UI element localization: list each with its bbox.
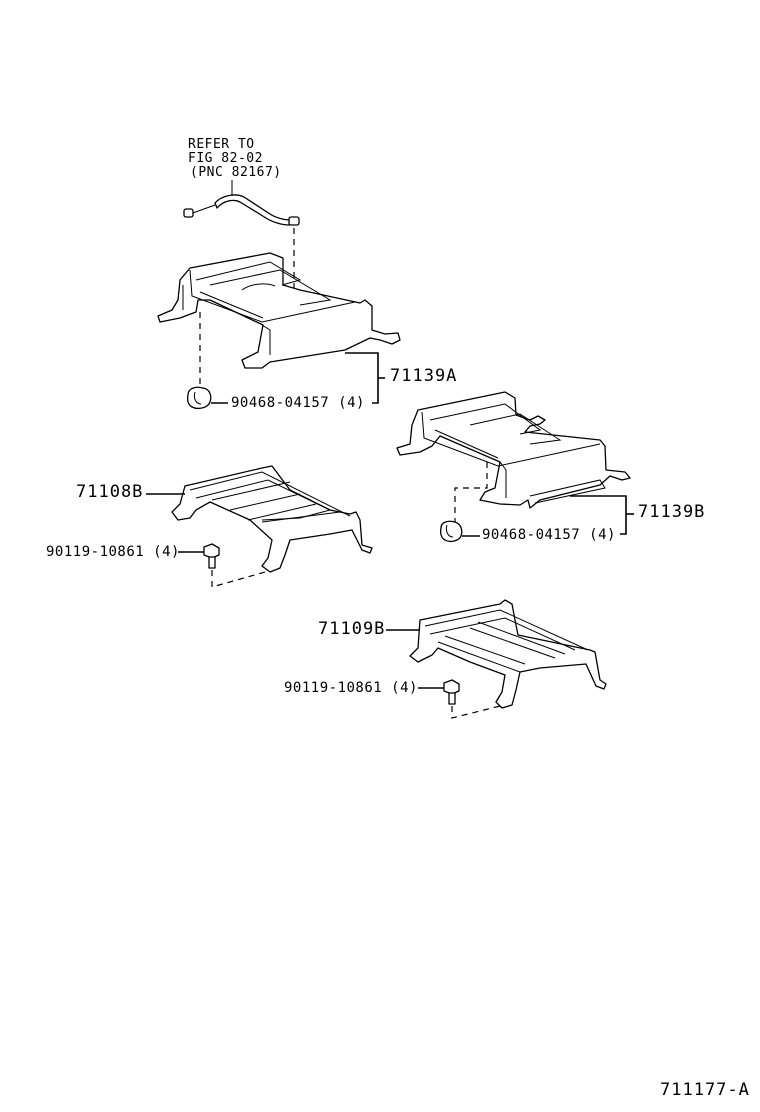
part-label-clip-a: 90468-04157 (4) [231,395,365,411]
wire-harness-illustration [183,180,300,318]
bolt-b-illustration [418,679,501,719]
part-label-bolt-b: 90119-10861 (4) [284,680,418,696]
seat-track-71109b-illustration [386,599,607,709]
reference-note-line-1: REFER TO [188,137,255,152]
clip-b-illustration [439,520,480,543]
clip-a-illustration [186,386,228,409]
seat-frame-71139b-illustration [396,391,631,524]
part-label-71139a: 71139A [390,366,458,386]
reference-note-line-2: FIG 82-02 [188,151,263,166]
part-label-71108b: 71108B [76,482,144,502]
leader-71139a [345,352,385,404]
part-label-bolt-a: 90119-10861 (4) [46,544,180,560]
seat-track-71108b-illustration [146,465,373,573]
leader-71139b [570,495,634,535]
bolt-a-illustration [178,543,266,588]
part-label-71109b: 71109B [318,619,386,639]
part-label-clip-b: 90468-04157 (4) [482,527,616,543]
seat-frame-71139a-illustration [157,252,401,388]
reference-note-line-3: (PNC 82167) [190,165,282,180]
part-label-71139b: 71139B [638,502,706,522]
figure-code: 711177-A [660,1080,750,1100]
